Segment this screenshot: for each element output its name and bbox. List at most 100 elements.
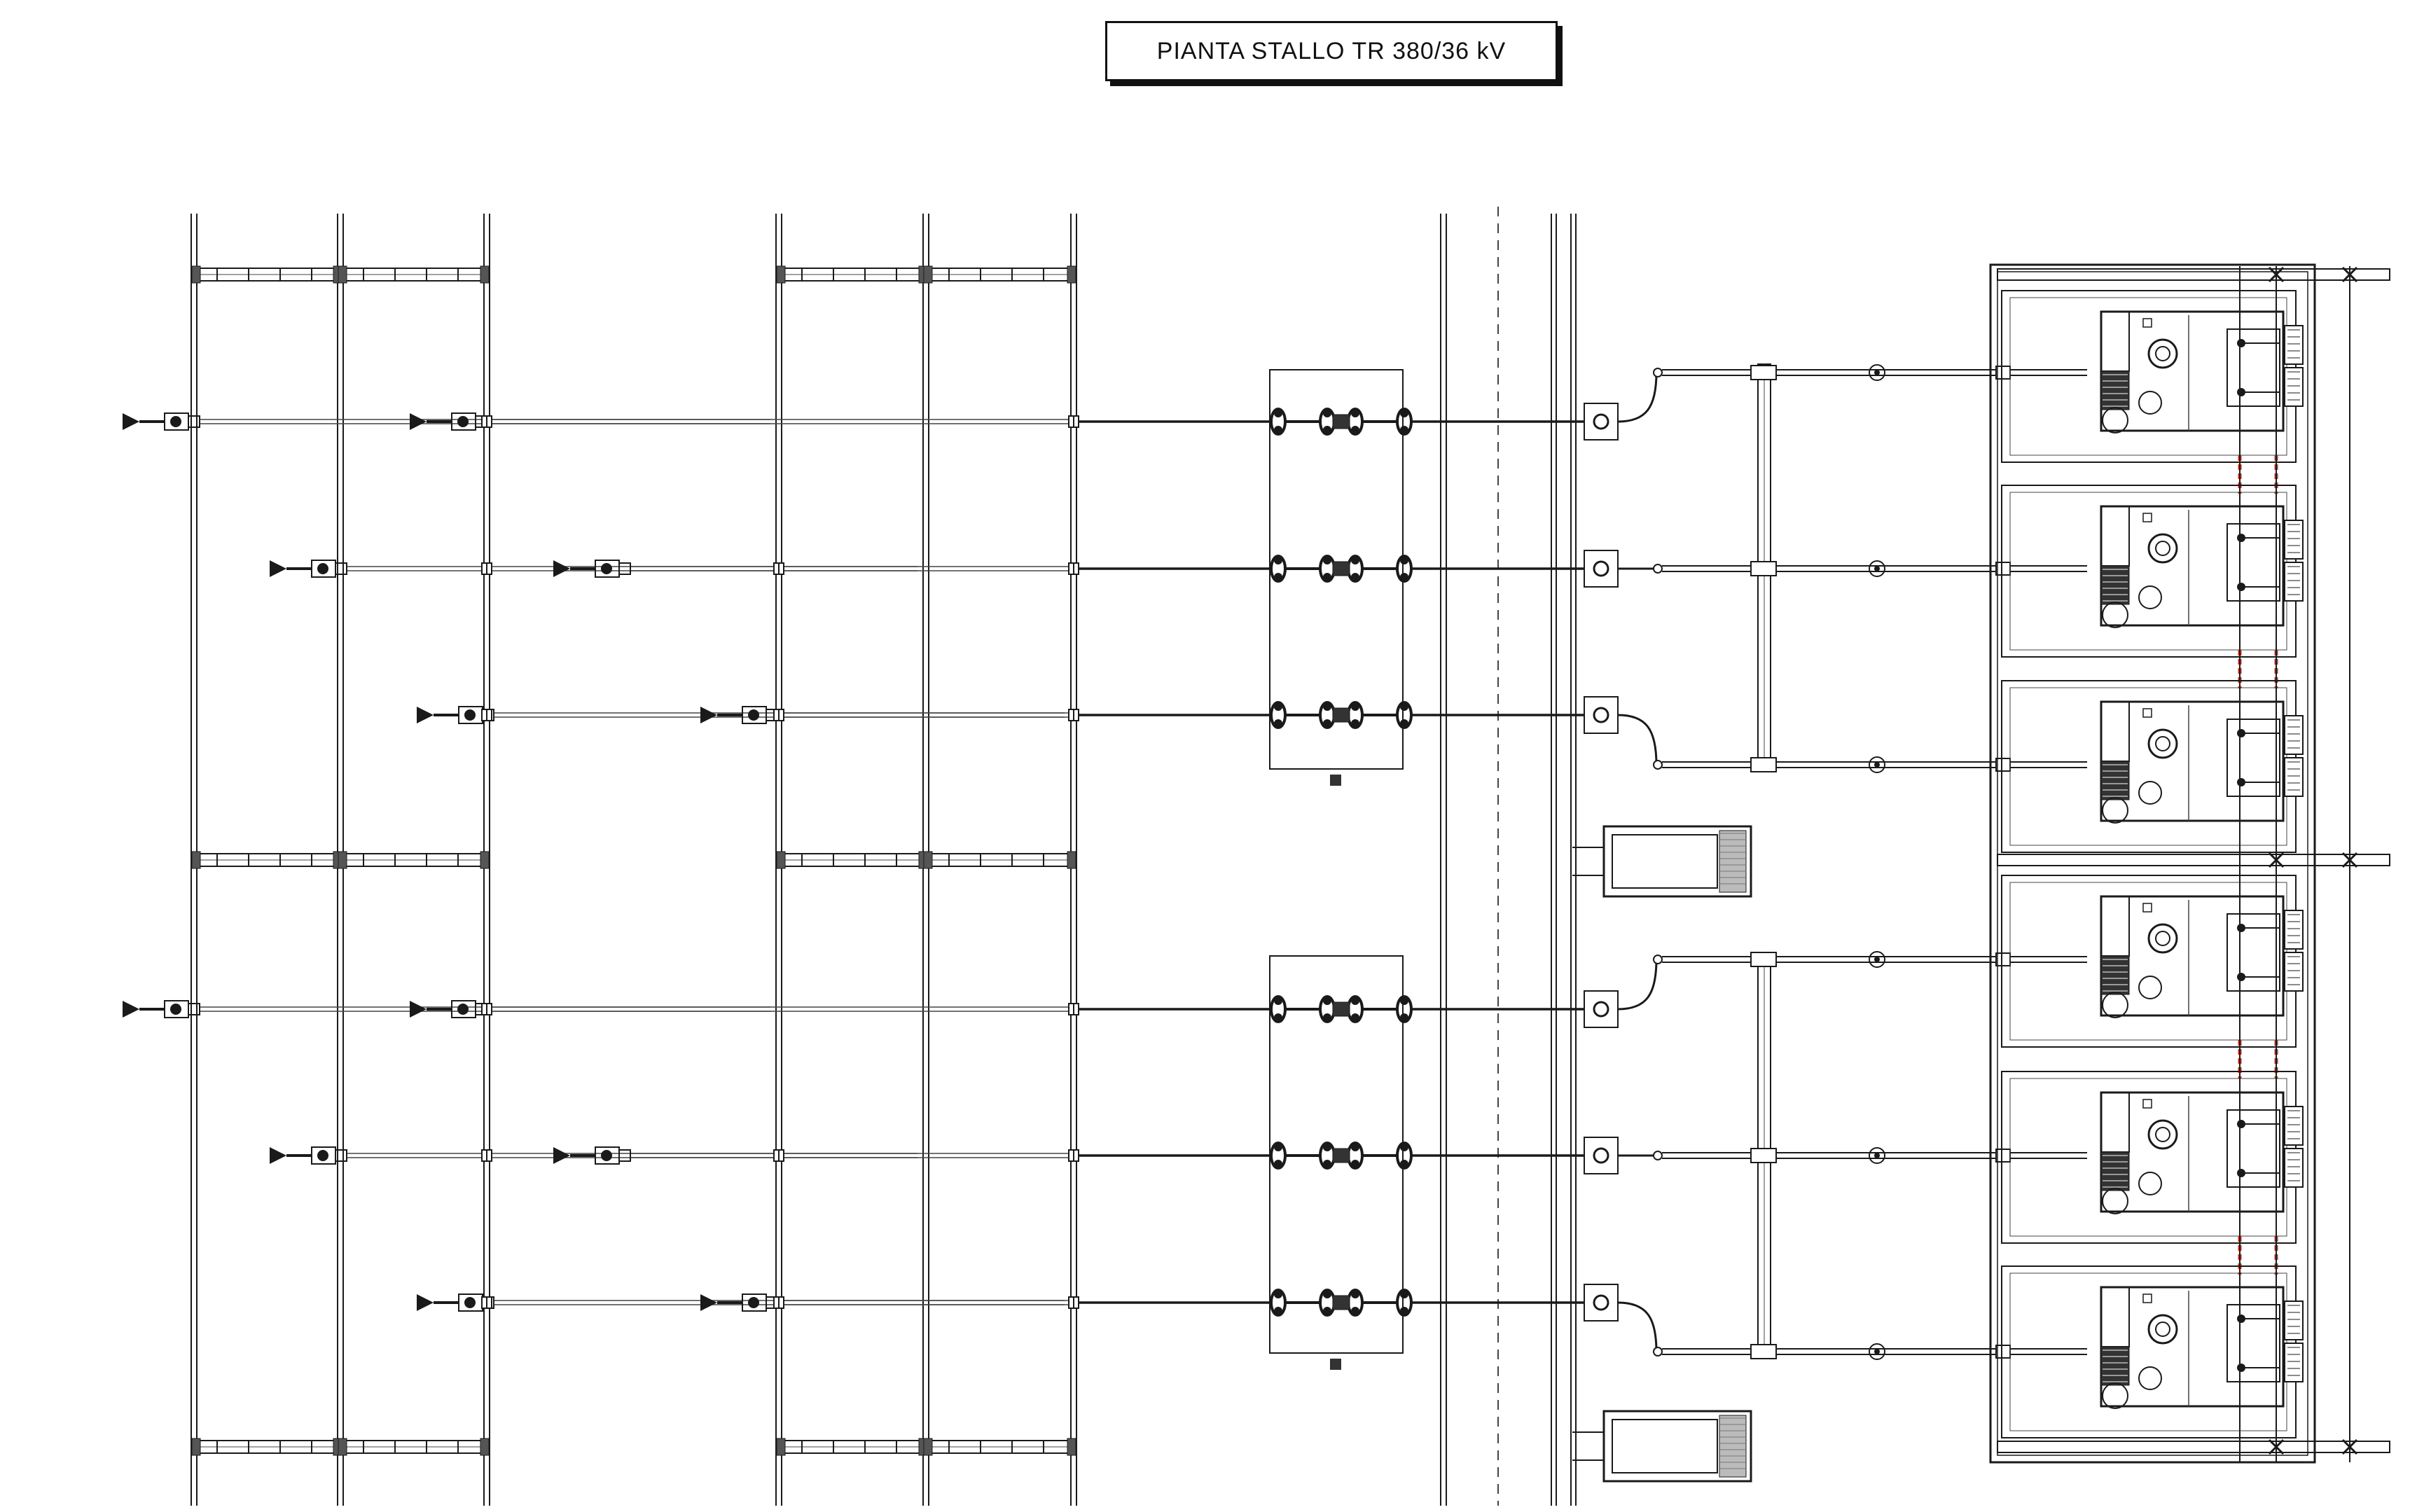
gantry-clamp bbox=[480, 851, 490, 869]
cooler-radiator bbox=[2100, 955, 2130, 995]
breaker-terminal bbox=[1274, 409, 1282, 417]
transformer-unit bbox=[2001, 290, 2304, 494]
fence-post-marker bbox=[2268, 1438, 2285, 1455]
terminal-ring bbox=[1593, 1001, 1609, 1018]
feeder-ring-core bbox=[1874, 566, 1880, 571]
breaker-terminal bbox=[1323, 997, 1331, 1005]
gantry-beam bbox=[776, 265, 928, 284]
clamp-bolt bbox=[748, 709, 759, 721]
conservator-end bbox=[2102, 602, 2128, 628]
fence-beam bbox=[1997, 1441, 2390, 1453]
clamp-bolt bbox=[170, 416, 181, 427]
transformer-tank bbox=[2100, 505, 2285, 627]
cable-node bbox=[1653, 955, 1663, 964]
breaker-terminal bbox=[1400, 1160, 1408, 1168]
breaker-frame bbox=[1269, 955, 1404, 1354]
terminal-ring bbox=[1593, 1294, 1609, 1311]
ladder-crossing bbox=[1750, 757, 1777, 772]
hv-bushing bbox=[2147, 533, 2178, 564]
lv-box bbox=[2226, 913, 2280, 992]
gantry-clamp bbox=[191, 1438, 201, 1456]
fan-unit bbox=[2284, 1301, 2304, 1340]
clamp-end bbox=[618, 562, 631, 575]
hv-bushing bbox=[2147, 728, 2178, 759]
transformer-feeder bbox=[1617, 714, 2087, 773]
cable-cabinet-hatch bbox=[1719, 830, 1747, 893]
insulator-head bbox=[410, 1001, 427, 1018]
gantry-beam bbox=[923, 1438, 1076, 1456]
gantry-beam bbox=[191, 265, 342, 284]
breaker-terminal bbox=[1351, 1143, 1359, 1151]
clamp-bolt bbox=[748, 1297, 759, 1308]
cable-node bbox=[1653, 1347, 1663, 1357]
phase-row bbox=[270, 1137, 1619, 1174]
transformer-bays bbox=[1989, 263, 2390, 1464]
breaker-terminal bbox=[1400, 719, 1408, 728]
hv-bushing-core bbox=[2155, 736, 2170, 751]
breaker-terminal bbox=[1351, 702, 1359, 711]
clamp-end bbox=[188, 1003, 200, 1015]
gantry-beam bbox=[191, 1438, 342, 1456]
gantry-clamp bbox=[191, 851, 201, 869]
ladder-crossing bbox=[1750, 561, 1777, 576]
cable-node bbox=[1653, 368, 1663, 377]
cooler-radiator bbox=[2100, 370, 2130, 410]
feeder-gland bbox=[1995, 366, 2011, 380]
feeder-ring bbox=[1869, 364, 1885, 381]
clamp-bolt bbox=[601, 1150, 612, 1161]
fan-unit bbox=[2284, 910, 2304, 950]
phase-conductors bbox=[123, 403, 1619, 1322]
fence-post-marker bbox=[2268, 266, 2285, 283]
breaker-terminal bbox=[1323, 1290, 1331, 1298]
transformer-tank bbox=[2100, 310, 2285, 432]
cable-node bbox=[1653, 1151, 1663, 1160]
breaker-base-block bbox=[1330, 775, 1341, 786]
clamp-bolt bbox=[601, 563, 612, 574]
breaker-terminal bbox=[1323, 702, 1331, 711]
hv-bushing-core bbox=[2155, 1127, 2170, 1142]
cable-cabinet-hatch bbox=[1719, 1415, 1747, 1478]
gantry-beam bbox=[776, 1438, 928, 1456]
insulator-head bbox=[410, 413, 427, 430]
gantry-beam bbox=[338, 851, 490, 869]
breaker-terminal bbox=[1274, 719, 1282, 728]
phase-row bbox=[417, 696, 1619, 734]
clamp-bolt bbox=[464, 709, 476, 721]
terminal-box bbox=[1584, 990, 1619, 1028]
breaker-terminal bbox=[1400, 997, 1408, 1005]
transformer-tank bbox=[2100, 895, 2285, 1017]
breaker-terminal bbox=[1274, 997, 1282, 1005]
insulator-head bbox=[270, 1147, 286, 1164]
breaker-drive bbox=[1332, 1001, 1350, 1017]
tap-changer bbox=[2138, 976, 2162, 999]
cooler-radiator bbox=[2100, 761, 2130, 800]
gantry-clamp bbox=[776, 851, 786, 869]
breaker-terminal bbox=[1351, 1307, 1359, 1315]
gantry-beam bbox=[923, 265, 1076, 284]
clamp-bolt bbox=[457, 416, 469, 427]
gantry-beam bbox=[191, 851, 342, 869]
ladder-crossing bbox=[1750, 1148, 1777, 1163]
gantry-clamp bbox=[338, 265, 347, 284]
tap-changer bbox=[2138, 391, 2162, 415]
feeder-gland bbox=[1995, 1149, 2011, 1163]
fan-unit bbox=[2284, 367, 2304, 407]
clamp-bolt bbox=[464, 1297, 476, 1308]
hv-bushing-core bbox=[2155, 931, 2170, 946]
terminal-ring bbox=[1593, 707, 1609, 723]
hv-bushing-core bbox=[2155, 1322, 2170, 1337]
conservator-end bbox=[2102, 1382, 2128, 1409]
transformer-feeder bbox=[1618, 560, 2087, 577]
breaker-frame bbox=[1269, 369, 1404, 770]
hv-bushing bbox=[2147, 1314, 2178, 1345]
terminal-ring bbox=[1593, 413, 1609, 430]
cable-cabinet-inner bbox=[1612, 1419, 1718, 1473]
gantry-clamp bbox=[776, 1438, 786, 1456]
transformer-enclosure-inner bbox=[1997, 271, 2308, 1456]
breaker-terminal bbox=[1351, 1013, 1359, 1022]
cable-bend bbox=[1617, 959, 1658, 1011]
cable-bend bbox=[1617, 1301, 1658, 1352]
insulator-head bbox=[417, 707, 434, 723]
breaker-terminal bbox=[1274, 1143, 1282, 1151]
feeder-ring-core bbox=[1874, 1349, 1880, 1354]
